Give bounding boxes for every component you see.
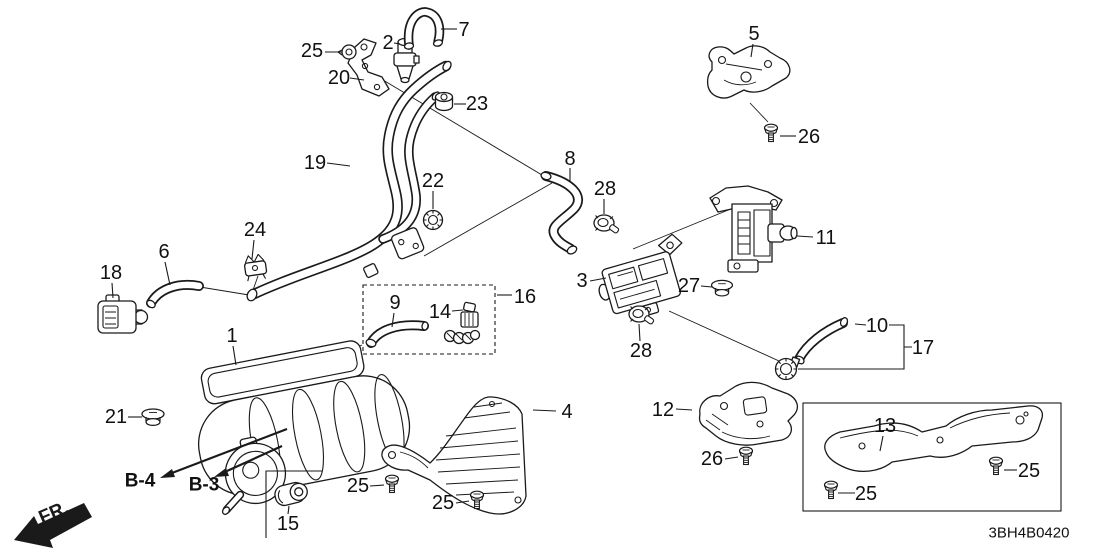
group-bracket-17 bbox=[798, 324, 912, 370]
callout-5: 5 bbox=[748, 23, 760, 45]
part-bushing-15 bbox=[274, 481, 308, 507]
part-u-hose-7 bbox=[403, 7, 445, 50]
callout-4: 4 bbox=[561, 401, 573, 423]
callout-21: 21 bbox=[104, 406, 128, 428]
callout-25: 25 bbox=[431, 492, 455, 514]
callout-25: 25 bbox=[346, 475, 370, 497]
callout-14: 14 bbox=[428, 301, 452, 323]
clip-24 bbox=[244, 253, 268, 282]
callout-27: 27 bbox=[677, 275, 701, 297]
callout-25: 25 bbox=[854, 483, 878, 505]
front-direction-indicator: FR. bbox=[14, 497, 92, 548]
diagram-code: 3BH4B0420 bbox=[988, 524, 1070, 542]
front-arrow-icon bbox=[14, 503, 92, 548]
callout-20: 20 bbox=[327, 67, 351, 89]
callout-25: 25 bbox=[300, 40, 324, 62]
group-box-13 bbox=[802, 402, 1062, 512]
part-clamp-14 bbox=[443, 301, 481, 345]
callout-B-4: B-4 bbox=[124, 470, 156, 492]
reference-corner-15 bbox=[265, 470, 322, 538]
part-hose-6 bbox=[146, 280, 204, 309]
callout-8: 8 bbox=[564, 148, 576, 170]
clip-22 bbox=[422, 209, 444, 231]
b4-arrow bbox=[160, 427, 288, 478]
callout-22: 22 bbox=[421, 170, 445, 192]
callout-13: 13 bbox=[873, 415, 897, 437]
callout-B-3: B-3 bbox=[188, 474, 220, 496]
callout-1: 1 bbox=[226, 325, 238, 347]
callout-23: 23 bbox=[465, 93, 489, 115]
clip-23 bbox=[434, 91, 454, 112]
callout-10: 10 bbox=[865, 315, 889, 337]
part-hose-8 bbox=[540, 171, 583, 255]
callout-17: 17 bbox=[911, 337, 935, 359]
callout-16: 16 bbox=[513, 286, 537, 308]
callout-28: 28 bbox=[593, 178, 617, 200]
callout-2: 2 bbox=[382, 32, 394, 54]
part-clamp-17 bbox=[774, 356, 801, 381]
callout-12: 12 bbox=[651, 399, 675, 421]
group-box-16 bbox=[362, 284, 496, 355]
callout-7: 7 bbox=[458, 19, 470, 41]
callout-26: 26 bbox=[797, 126, 821, 148]
part-heat-shield-4 bbox=[381, 396, 527, 515]
callout-6: 6 bbox=[158, 241, 170, 263]
callout-25: 25 bbox=[1017, 460, 1041, 482]
callout-11: 11 bbox=[815, 227, 837, 249]
part-bracket-13 bbox=[824, 405, 1044, 473]
part-hose-9 bbox=[365, 320, 429, 348]
callout-3: 3 bbox=[576, 270, 588, 292]
part-bracket-11 bbox=[709, 185, 798, 273]
part-sensor-18 bbox=[97, 294, 149, 334]
b3-arrow bbox=[214, 444, 283, 477]
callout-18: 18 bbox=[99, 262, 123, 284]
part-pipe-19 bbox=[246, 60, 452, 302]
part-bracket-20 bbox=[347, 38, 390, 97]
callout-28: 28 bbox=[629, 340, 653, 362]
callout-19: 19 bbox=[303, 152, 327, 174]
part-module-3 bbox=[598, 233, 683, 318]
callout-24: 24 bbox=[243, 219, 267, 241]
leader-lines bbox=[111, 28, 1017, 515]
callout-15: 15 bbox=[276, 513, 300, 535]
part-bracket-12 bbox=[698, 381, 799, 446]
callout-9: 9 bbox=[389, 292, 401, 314]
callout-26: 26 bbox=[700, 448, 724, 470]
part-bracket-5 bbox=[706, 45, 791, 99]
